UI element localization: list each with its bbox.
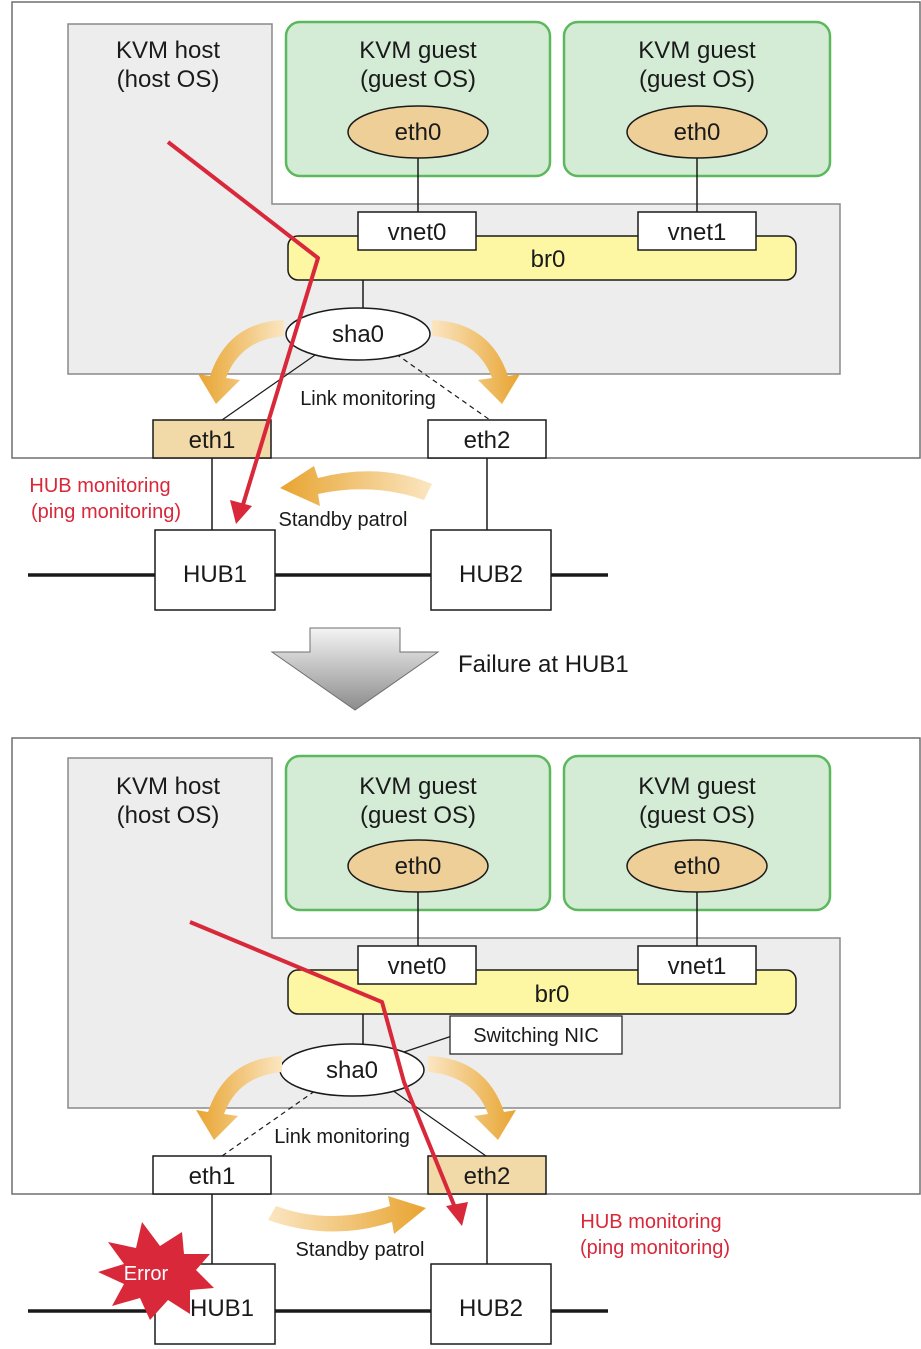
sha0-node bbox=[285, 307, 431, 361]
panel-after-failure: KVM host (host OS) KVM guest (guest OS) … bbox=[11, 737, 921, 1345]
vnet1-box bbox=[637, 211, 757, 251]
standby-patrol-arrow bbox=[280, 466, 432, 506]
sha0-label: sha0 bbox=[332, 321, 384, 348]
guest-2-eth0-label: eth0 bbox=[674, 853, 721, 880]
guest-2-eth0-label: eth0 bbox=[674, 119, 721, 146]
host-region bbox=[67, 23, 841, 375]
error-label: Error bbox=[124, 1263, 169, 1285]
guest-1-label-line2: (guest OS) bbox=[360, 802, 476, 829]
link-monitoring-label: Link monitoring bbox=[274, 1126, 410, 1148]
host-label-line2: (host OS) bbox=[117, 66, 220, 93]
switching-nic-callout bbox=[449, 1015, 623, 1055]
curve-arrow-right bbox=[428, 1056, 516, 1140]
guest-1-eth0-label: eth0 bbox=[395, 853, 442, 880]
hub2-label: HUB2 bbox=[459, 1295, 523, 1322]
transition-label: Failure at HUB1 bbox=[458, 651, 629, 678]
guest-1-label-line1: KVM guest bbox=[359, 773, 477, 800]
link-monitoring-label: Link monitoring bbox=[300, 388, 436, 410]
eth2-box bbox=[427, 419, 547, 459]
standby-patrol-label: Standby patrol bbox=[279, 509, 408, 531]
eth2-label: eth2 bbox=[464, 1163, 511, 1190]
hub1-label: HUB1 bbox=[183, 561, 247, 588]
vnet1-label: vnet1 bbox=[668, 953, 727, 980]
hub-monitoring-label-line2: (ping monitoring) bbox=[31, 501, 181, 523]
guest-2-label-line1: KVM guest bbox=[638, 37, 756, 64]
guest-1-label-line2: (guest OS) bbox=[360, 66, 476, 93]
vnet0-label: vnet0 bbox=[388, 219, 447, 246]
guest-2-label-line1: KVM guest bbox=[638, 773, 756, 800]
eth1-label: eth1 bbox=[189, 1163, 236, 1190]
vnet0-box bbox=[357, 945, 477, 985]
guest-2-label-line2: (guest OS) bbox=[639, 802, 755, 829]
guest-1-eth0-label: eth0 bbox=[395, 119, 442, 146]
hub-monitoring-label-line1: HUB monitoring bbox=[29, 475, 170, 497]
guest-2-label-line2: (guest OS) bbox=[639, 66, 755, 93]
host-label-line1: KVM host bbox=[116, 773, 220, 800]
eth1-box bbox=[152, 1155, 272, 1195]
eth1-box bbox=[152, 419, 272, 459]
eth2-label: eth2 bbox=[464, 427, 511, 454]
vnet0-box bbox=[357, 211, 477, 251]
vnet1-label: vnet1 bbox=[668, 219, 727, 246]
curve-arrow-left bbox=[198, 320, 284, 404]
transition-arrow bbox=[270, 627, 440, 711]
ping-path bbox=[189, 920, 458, 1211]
ping-path bbox=[166, 140, 320, 509]
panel-normal: KVM host (host OS) KVM guest (guest OS) … bbox=[11, 1, 921, 611]
hub1-box bbox=[154, 529, 276, 611]
hub2-box bbox=[430, 1263, 552, 1345]
curve-arrow-left bbox=[196, 1056, 282, 1140]
standby-patrol-label: Standby patrol bbox=[296, 1239, 425, 1261]
ping-path-arrowhead bbox=[446, 1202, 468, 1226]
switching-nic-label: Switching NIC bbox=[473, 1025, 599, 1047]
ping-path-arrowhead bbox=[230, 500, 252, 524]
vnet0-label: vnet0 bbox=[388, 953, 447, 980]
bridge-br0-label: br0 bbox=[531, 246, 566, 273]
hub2-label: HUB2 bbox=[459, 561, 523, 588]
host-label-line2: (host OS) bbox=[117, 802, 220, 829]
curve-arrow-right bbox=[432, 320, 520, 404]
guest-1-label-line1: KVM guest bbox=[359, 37, 477, 64]
hub2-box bbox=[430, 529, 552, 611]
bridge-br0-label: br0 bbox=[535, 981, 570, 1008]
sha0-label: sha0 bbox=[326, 1057, 378, 1084]
hub1-label: HUB1 bbox=[190, 1295, 254, 1322]
host-label-line1: KVM host bbox=[116, 37, 220, 64]
vnet1-box bbox=[637, 945, 757, 985]
eth1-label: eth1 bbox=[189, 427, 236, 454]
hub-monitoring-label-line1: HUB monitoring bbox=[580, 1211, 721, 1233]
error-starburst bbox=[98, 1222, 214, 1320]
transition: Failure at HUB1 bbox=[270, 627, 629, 711]
host-region bbox=[67, 757, 841, 1109]
hub-monitoring-label-line2: (ping monitoring) bbox=[580, 1237, 730, 1259]
standby-patrol-arrow bbox=[268, 1196, 426, 1234]
